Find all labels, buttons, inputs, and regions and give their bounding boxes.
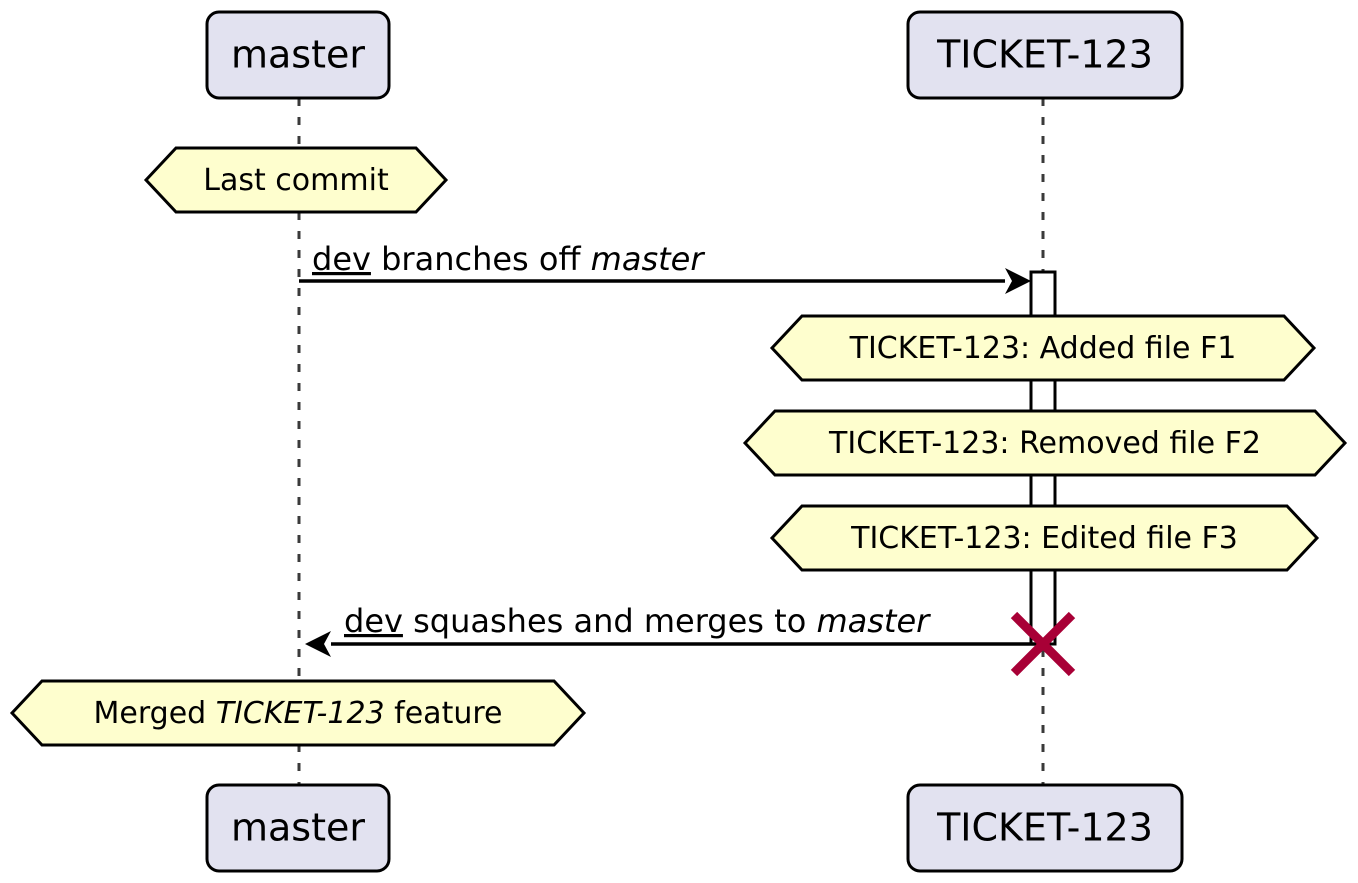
participant-top-master[interactable]: master	[205, 10, 391, 100]
message-label: dev branches off master	[312, 240, 705, 278]
participant-box[interactable]	[906, 783, 1184, 873]
note-note-merged-feature: Merged TICKET-123 feature	[9, 679, 587, 747]
participant-top-ticket[interactable]: TICKET-123	[906, 10, 1184, 100]
note-note-edited-f3: TICKET-123: Edited file F3	[769, 504, 1320, 572]
destroy-x-icon	[1010, 611, 1076, 677]
note-shape	[742, 409, 1348, 477]
participant-box[interactable]	[205, 10, 391, 100]
participant-box[interactable]	[205, 783, 391, 873]
participant-label-ticket: TICKET-123	[936, 806, 1153, 850]
note-shape	[769, 314, 1317, 382]
participant-bottom-master[interactable]: master	[205, 783, 391, 873]
participant-bottom-ticket[interactable]: TICKET-123	[906, 783, 1184, 873]
message-arrowhead-icon	[305, 631, 331, 657]
note-text: Last commit	[203, 163, 389, 198]
message-label: dev squashes and merges to master	[344, 602, 931, 640]
note-shape	[9, 679, 587, 747]
note-text: TICKET-123: Edited file F3	[850, 521, 1238, 556]
participant-box[interactable]	[906, 10, 1184, 100]
note-note-last-commit: Last commit	[143, 146, 449, 214]
note-text: TICKET-123: Added file F1	[849, 331, 1237, 366]
note-text: Merged TICKET-123 feature	[94, 696, 503, 731]
participant-label-ticket: TICKET-123	[936, 33, 1153, 77]
note-note-added-f1: TICKET-123: Added file F1	[769, 314, 1317, 382]
message-msg-squash-merge[interactable]: dev squashes and merges to master	[305, 602, 1043, 657]
participant-label-master: master	[231, 33, 365, 77]
message-arrowhead-icon	[1005, 268, 1031, 294]
note-shape	[769, 504, 1320, 572]
note-text: TICKET-123: Removed file F2	[828, 426, 1261, 461]
participant-label-master: master	[231, 806, 365, 850]
note-note-removed-f2: TICKET-123: Removed file F2	[742, 409, 1348, 477]
messages-layer: dev branches off master dev squashes and …	[299, 240, 1043, 657]
message-msg-branches-off[interactable]: dev branches off master	[299, 240, 1031, 294]
note-shape	[143, 146, 449, 214]
